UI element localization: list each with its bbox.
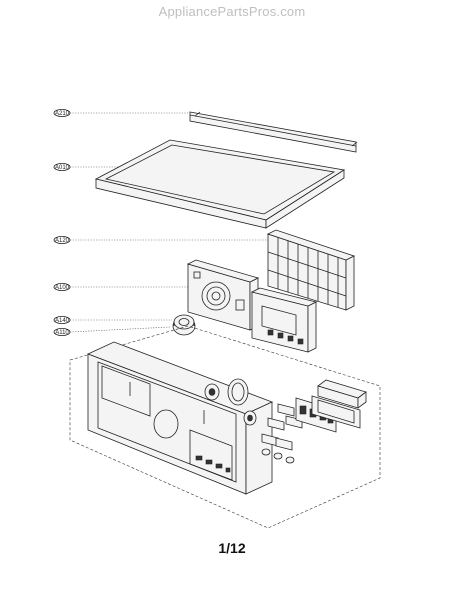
part-knob: [172, 314, 196, 336]
part-dial-ring: [227, 378, 249, 406]
part-grille-cover: [266, 229, 356, 311]
part-encoder: [243, 410, 257, 426]
callout-a110[interactable]: A110: [53, 326, 171, 336]
callout-a100-label: A100: [55, 285, 70, 291]
callout-a120[interactable]: A120: [53, 235, 270, 244]
callout-a210[interactable]: A210: [53, 109, 196, 118]
part-pcb-housing: [186, 259, 260, 331]
part-rear-rail: [189, 111, 358, 153]
callout-a120-label: A120: [55, 238, 70, 244]
callout-a100[interactable]: A100: [53, 282, 192, 291]
part-button-frame: [311, 395, 361, 429]
part-rotary-switch: [204, 383, 220, 401]
callout-a010-label: A010: [55, 165, 70, 171]
callout-a010[interactable]: A010: [53, 162, 132, 171]
page-number: 1/12: [218, 540, 246, 556]
assembly-boundary: [69, 325, 381, 529]
part-display-board: [250, 287, 318, 353]
part-control-panel: [86, 341, 274, 495]
callout-a110-label: A110: [55, 330, 69, 336]
callout-a210-label: A210: [55, 111, 70, 117]
watermark-text: AppliancePartsPros.com: [158, 4, 306, 19]
callout-a140-label: A140: [55, 318, 70, 324]
part-top-plate: [94, 139, 346, 229]
part-button-cover: [317, 379, 367, 409]
callout-a140[interactable]: A140: [53, 315, 172, 324]
